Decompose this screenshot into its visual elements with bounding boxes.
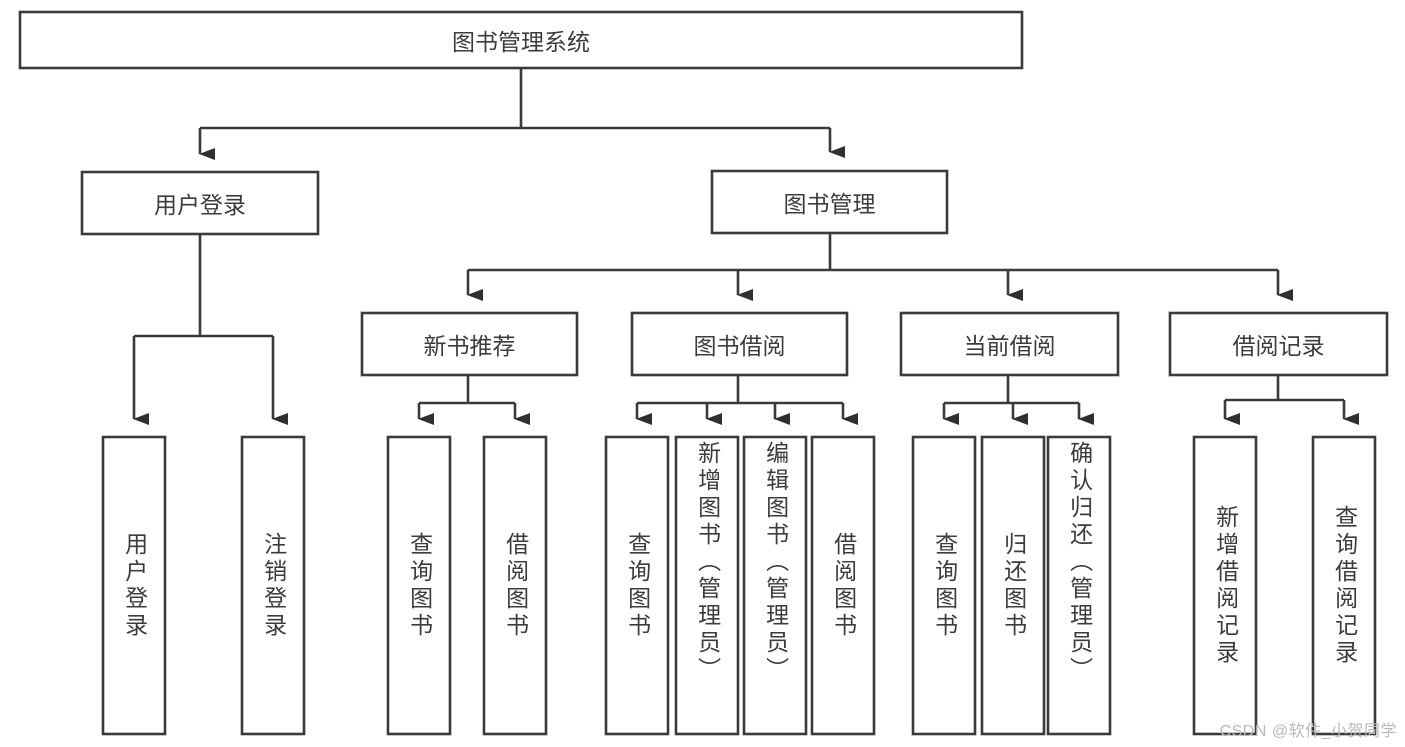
- node-box-leaf-borrow-book[interactable]: [810, 435, 876, 736]
- node-box-leaf-query-book-borrow[interactable]: [604, 435, 670, 736]
- node-box-current-borrow[interactable]: [899, 311, 1120, 377]
- connector-group: [132, 68, 1359, 425]
- node-box-leaf-add-book-admin[interactable]: [674, 435, 740, 736]
- node-box-leaf-logout[interactable]: [240, 435, 306, 736]
- node-box-leaf-return-book[interactable]: [980, 435, 1046, 736]
- node-box-leaf-borrow-book-recommend[interactable]: [482, 435, 548, 736]
- node-box-leaf-add-borrow-record[interactable]: [1192, 435, 1258, 736]
- node-box-group: [18, 10, 1389, 736]
- node-box-new-book-recommend[interactable]: [360, 311, 579, 377]
- node-box-borrow-record[interactable]: [1168, 311, 1389, 377]
- node-box-user-login[interactable]: [80, 170, 320, 236]
- node-box-leaf-edit-book-admin[interactable]: [742, 435, 808, 736]
- node-box-leaf-confirm-return-admin[interactable]: [1046, 435, 1112, 736]
- node-box-root[interactable]: [18, 10, 1024, 70]
- csdn-watermark: CSDN @软件_小贺同学: [1219, 723, 1397, 740]
- node-box-leaf-query-book-current[interactable]: [911, 435, 977, 736]
- node-box-leaf-query-book-recommend[interactable]: [386, 435, 452, 736]
- node-box-book-management[interactable]: [710, 169, 949, 235]
- node-box-leaf-user-login[interactable]: [101, 435, 167, 736]
- node-box-book-borrow[interactable]: [630, 311, 849, 377]
- node-box-leaf-query-borrow-record[interactable]: [1311, 435, 1377, 736]
